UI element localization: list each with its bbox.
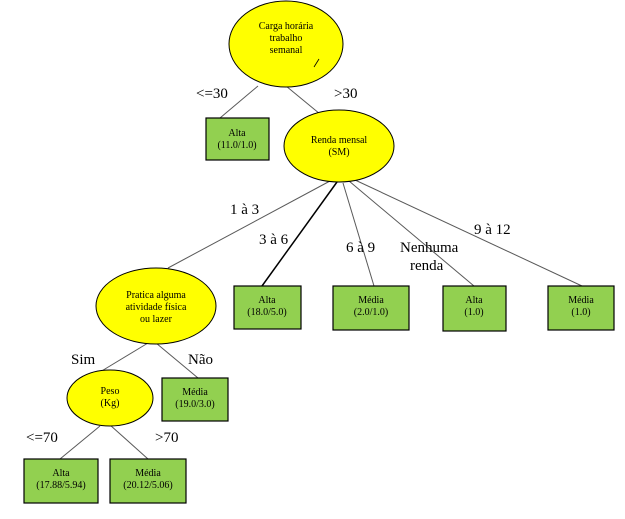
leaf-node-renda-3a6: Alta (18.0/5.0) — [233, 285, 302, 330]
edge-renda-6a9 — [342, 182, 375, 287]
leaf-node-root-le30: Alta (11.0/1.0) — [205, 117, 270, 161]
decision-node-peso: Peso (Kg) — [66, 369, 154, 427]
leaf-root-le30-count: (11.0/1.0) — [217, 140, 256, 151]
edge-root-gt30 — [285, 85, 321, 115]
leaf-node-renda-9a12: Média (1.0) — [547, 285, 615, 331]
edge-label-renda-1a3: 1 à 3 — [230, 202, 259, 218]
atividade-label-line3: ou lazer — [140, 314, 173, 325]
leaf-node-renda-nenhuma: Alta (1.0) — [442, 285, 507, 332]
leaf-peso-le70-class: Alta — [52, 468, 70, 479]
leaf-renda-3a6-class: Alta — [258, 295, 276, 306]
edge-label-atividade-nao: Não — [188, 352, 213, 368]
root-label-line3: semanal — [270, 45, 303, 56]
edge-label-renda-3a6: 3 à 6 — [259, 232, 289, 248]
root-slash-mark — [313, 58, 320, 68]
leaf-atividade-nao-class: Média — [182, 387, 208, 398]
leaf-peso-gt70-count: (20.12/5.06) — [123, 480, 172, 491]
edge-peso-gt70 — [109, 424, 149, 460]
root-label-line2: trabalho — [270, 33, 303, 44]
leaf-renda-3a6-count: (18.0/5.0) — [247, 307, 286, 318]
edge-atividade-nao — [155, 342, 199, 379]
decision-node-renda: Renda mensal (SM) — [283, 109, 395, 183]
tree-edges — [59, 85, 583, 460]
edge-renda-3a6 — [261, 181, 338, 287]
renda-label-line1: Renda mensal — [311, 135, 368, 146]
edge-label-peso-gt70: >70 — [155, 430, 178, 446]
leaf-peso-le70-count: (17.88/5.94) — [36, 480, 85, 491]
leaf-renda-6a9-class: Média — [358, 295, 384, 306]
edge-peso-le70 — [59, 425, 101, 460]
leaf-node-renda-6a9: Média (2.0/1.0) — [332, 285, 410, 331]
atividade-label-line2: atividade física — [126, 302, 187, 313]
edge-renda-1a3 — [167, 180, 331, 269]
edge-label-peso-le70: <=70 — [26, 430, 58, 446]
leaf-atividade-nao-count: (19.0/3.0) — [175, 399, 214, 410]
edge-renda-9a12 — [354, 179, 583, 287]
leaf-node-peso-gt70: Média (20.12/5.06) — [109, 458, 187, 504]
atividade-label-line1: Pratica alguma — [126, 290, 186, 301]
edge-label-renda-nenhuma-line2: renda — [410, 258, 444, 274]
edge-label-atividade-sim: Sim — [71, 352, 96, 368]
edge-label-root-gt30: >30 — [334, 86, 357, 102]
leaf-root-le30-class: Alta — [228, 128, 246, 139]
edge-label-renda-6a9: 6 à 9 — [346, 240, 375, 256]
decision-node-atividade: Pratica alguma atividade física ou lazer — [95, 267, 217, 345]
leaf-renda-9a12-count: (1.0) — [571, 307, 590, 318]
leaf-node-peso-le70: Alta (17.88/5.94) — [23, 458, 99, 504]
leaf-renda-nenhuma-count: (1.0) — [464, 307, 483, 318]
renda-label-line2: (SM) — [328, 147, 349, 158]
peso-label-line1: Peso — [101, 386, 120, 397]
edge-labels: <=30 >30 1 à 3 3 à 6 6 à 9 Nenhuma renda… — [26, 86, 511, 446]
leaf-renda-nenhuma-class: Alta — [465, 295, 483, 306]
leaf-renda-9a12-class: Média — [568, 295, 594, 306]
leaf-peso-gt70-class: Média — [135, 468, 161, 479]
edge-renda-nenhuma — [348, 180, 475, 287]
peso-label-line2: (Kg) — [101, 398, 120, 409]
edge-label-renda-9a12: 9 à 12 — [474, 222, 511, 238]
root-label-line1: Carga horária — [259, 21, 314, 32]
edge-label-renda-nenhuma-line1: Nenhuma — [400, 240, 459, 256]
edge-atividade-sim — [99, 342, 149, 373]
leaf-renda-6a9-count: (2.0/1.0) — [354, 307, 388, 318]
edge-root-le30 — [219, 85, 259, 119]
leaf-node-atividade-nao: Média (19.0/3.0) — [161, 377, 229, 422]
edge-label-root-le30: <=30 — [196, 86, 228, 102]
decision-node-root: Carga horária trabalho semanal — [228, 0, 344, 88]
